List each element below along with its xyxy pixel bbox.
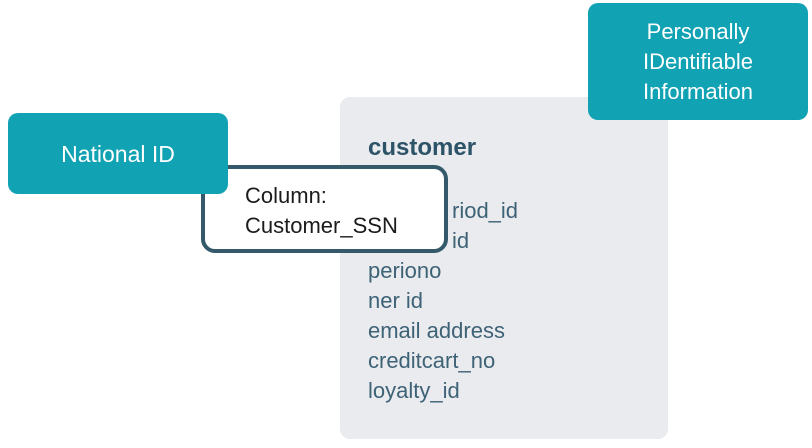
tag-pii-label-line: Personally xyxy=(646,18,750,44)
tag-pii-label-line: IDentifiable xyxy=(642,48,754,74)
tag-national-id-label: National ID xyxy=(61,140,175,167)
column-item[interactable]: loyalty_id xyxy=(368,378,460,403)
column-list: riod_id id periono ner id email address … xyxy=(368,196,658,406)
column-item[interactable]: periono xyxy=(368,258,442,283)
customer-table-panel: customer riod_id id periono ner id email… xyxy=(340,97,668,439)
column-item[interactable]: email address xyxy=(368,318,505,343)
column-tooltip: Column: Customer_SSN xyxy=(201,165,448,253)
tag-pii-label-line: Information xyxy=(642,78,754,104)
column-item[interactable]: ner id xyxy=(368,288,424,313)
column-item[interactable]: id xyxy=(452,228,470,253)
tooltip-label: Column: xyxy=(245,183,327,208)
tag-pii[interactable]: Personally IDentifiable Information xyxy=(588,3,808,120)
tooltip-value: Customer_SSN xyxy=(245,213,398,238)
column-item[interactable]: riod_id xyxy=(452,198,519,223)
table-name: customer xyxy=(368,134,477,161)
column-item[interactable]: creditcart_no xyxy=(368,348,496,373)
tag-national-id[interactable]: National ID xyxy=(8,113,228,194)
